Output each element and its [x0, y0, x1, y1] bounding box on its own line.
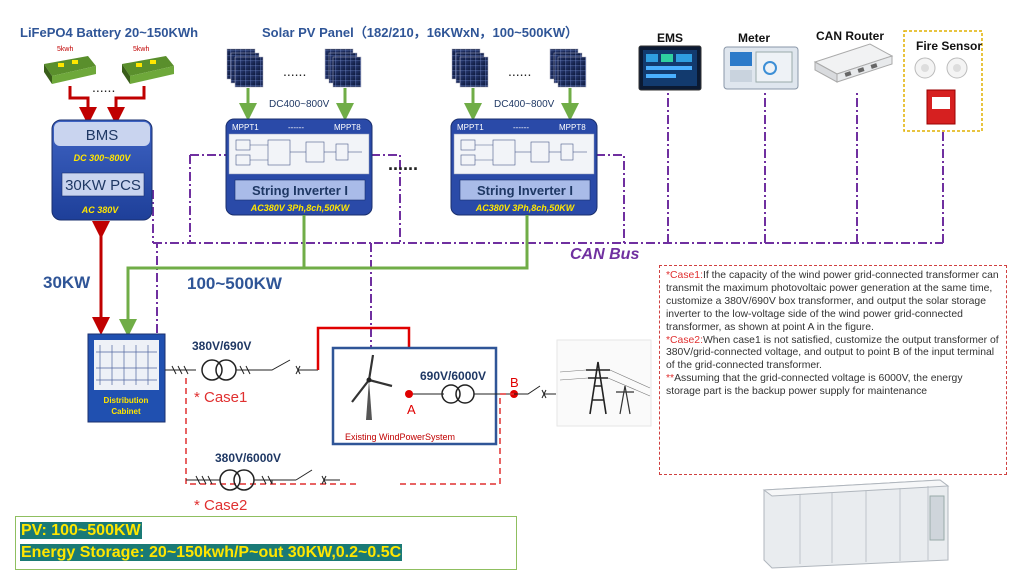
- bms-label: BMS: [86, 127, 119, 144]
- ems-device: [638, 45, 702, 91]
- inverter2-dc-label: DC400~800V: [494, 99, 555, 110]
- pcs-label: 30KW PCS: [65, 177, 141, 194]
- wind-power-system: Existing WindPowerSystem A: [331, 346, 514, 446]
- wind-label: Existing WindPowerSystem: [345, 432, 455, 442]
- summary-box: PV: 100~500KW Energy Storage: 20~150kwh/…: [15, 516, 517, 570]
- meter-label: Meter: [738, 31, 770, 45]
- note-case2-text: When case1 is not satisfied, customize t…: [666, 334, 999, 372]
- summary-storage: Energy Storage: 20~150kwh/P~out 30KW,0.2…: [20, 544, 403, 561]
- case1-label: * Case1: [194, 389, 247, 406]
- battery-to-bms-arrows: [68, 86, 146, 125]
- note-assumption: **Assuming that the grid-connected volta…: [666, 373, 1000, 399]
- inverter-mppt8-label: MPPT8: [559, 123, 586, 132]
- can-bus-label: CAN Bus: [570, 246, 639, 263]
- energy-storage-container: [762, 479, 950, 569]
- solar-dots: ......: [283, 63, 306, 79]
- transformer-t3-label: 380V/6000V: [215, 451, 281, 465]
- fire-sensor-label: Fire Sensor: [916, 39, 982, 53]
- inverter1-dc-label: DC400~800V: [269, 99, 330, 110]
- fire-sensor-box: Fire Sensor: [903, 30, 983, 132]
- cabinet-label-line1: Distribution: [104, 396, 149, 405]
- note-case2-tag: *Case2:: [666, 334, 703, 346]
- battery-module-label: 5kwh: [133, 46, 149, 53]
- point-a-label: A: [407, 402, 416, 417]
- inverter-spec: AC380V 3Ph,8ch,50KW: [475, 203, 576, 213]
- string-inverter-1: MPPT1 ------ MPPT8 String Inverter I AC3…: [225, 118, 373, 216]
- bms-pcs-block: BMS DC 300~800V 30KW PCS AC 380V: [51, 119, 153, 221]
- transformer-t2-label: 690V/6000V: [420, 369, 486, 383]
- case2-label: * Case2: [194, 497, 247, 514]
- cabinet-label-line2: Cabinet: [111, 407, 141, 416]
- grid-line: [514, 385, 556, 399]
- inverter-mppt-dashes: ------: [288, 123, 304, 132]
- point-b-label: B: [510, 375, 519, 390]
- note-assumption-tag: **: [666, 373, 675, 385]
- bms-ac-label: AC 380V: [81, 205, 120, 215]
- inverters-dots: ......: [388, 154, 418, 174]
- can-router-device: [813, 43, 894, 83]
- note-case1: *Case1:If the capacity of the wind power…: [666, 270, 1000, 335]
- solar-dots: ......: [508, 63, 531, 79]
- ems-label: EMS: [657, 31, 683, 45]
- transformer-t1-label: 380V/690V: [192, 339, 251, 353]
- solar-panel-group-1: ......: [226, 48, 362, 88]
- string-inverter-2: MPPT1 ------ MPPT8 String Inverter I AC3…: [450, 118, 598, 216]
- summary-pv: PV: 100~500KW: [20, 522, 142, 539]
- pv-power-label: 100~500KW: [187, 274, 283, 293]
- pcs-power-label: 30KW: [43, 273, 91, 292]
- inverter-name: String Inverter I: [252, 183, 348, 198]
- meter-device: [723, 46, 799, 90]
- solar-title: Solar PV Panel（182/210，16KWxN，100~500KW）: [262, 25, 578, 40]
- note-assumption-text: Assuming that the grid-connected voltage…: [666, 373, 963, 398]
- battery-module-left: 5kwh: [44, 46, 96, 84]
- case2-red-path: [185, 378, 514, 485]
- grid-tower: [556, 339, 652, 427]
- inverter-mppt1-label: MPPT1: [457, 123, 484, 132]
- inverter-mppt1-label: MPPT1: [232, 123, 259, 132]
- solar-panel-group-2: ......: [451, 48, 587, 88]
- note-case1-tag: *Case1:: [666, 270, 703, 281]
- can-router-label: CAN Router: [816, 29, 884, 43]
- note-case2: *Case2:When case1 is not satisfied, cust…: [666, 335, 1000, 374]
- case2-line: [186, 469, 340, 491]
- notes-box: *Case1:If the capacity of the wind power…: [659, 265, 1007, 475]
- pv-to-inverter-arrows: [239, 88, 579, 121]
- battery-module-right: 5kwh: [122, 46, 174, 84]
- note-case1-text: If the capacity of the wind power grid-c…: [666, 270, 999, 333]
- battery-dots: ......: [92, 79, 115, 95]
- inverter-mppt8-label: MPPT8: [334, 123, 361, 132]
- inverter-name: String Inverter I: [477, 183, 573, 198]
- distribution-cabinet: Distribution Cabinet: [87, 333, 166, 423]
- case1-line: [165, 359, 318, 381]
- inverter-spec: AC380V 3Ph,8ch,50KW: [250, 203, 351, 213]
- inverter-ac-lines: [119, 215, 529, 337]
- inverter-mppt-dashes: ------: [513, 123, 529, 132]
- bms-dc-label: DC 300~800V: [74, 153, 132, 163]
- battery-module-label: 5kwh: [57, 46, 73, 53]
- battery-title: LiFePO4 Battery 20~150KWh: [20, 25, 198, 40]
- can-bus-lines: [152, 90, 944, 390]
